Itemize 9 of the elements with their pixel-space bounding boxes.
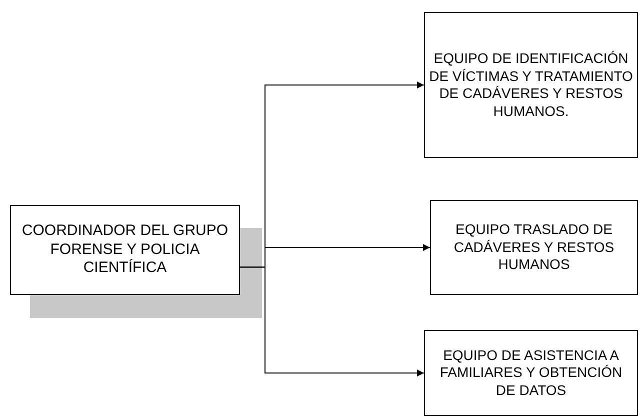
- process-box: [424, 330, 638, 416]
- box-label: COORDINADOR DEL GRUPO FORENSE Y POLICIA CIENTÍFICA: [20, 222, 230, 278]
- process-box: [424, 12, 638, 158]
- box-label: EQUIPO DE IDENTIFICACIÓN DE VÍCTIMAS Y TRATAMIENTO DE CADÁVERES Y RESTOS HUMANOS.: [429, 50, 633, 120]
- box-label: EQUIPO DE ASISTENCIA A FAMILIARES Y OBTENCIÓN DE DATOS: [438, 346, 624, 400]
- process-box: [430, 200, 638, 295]
- process-box: [10, 205, 240, 295]
- arrow: [240, 266, 424, 376]
- box-label: EQUIPO TRASLADO DE CADÁVERES Y RESTOS HUMANOS: [452, 221, 616, 274]
